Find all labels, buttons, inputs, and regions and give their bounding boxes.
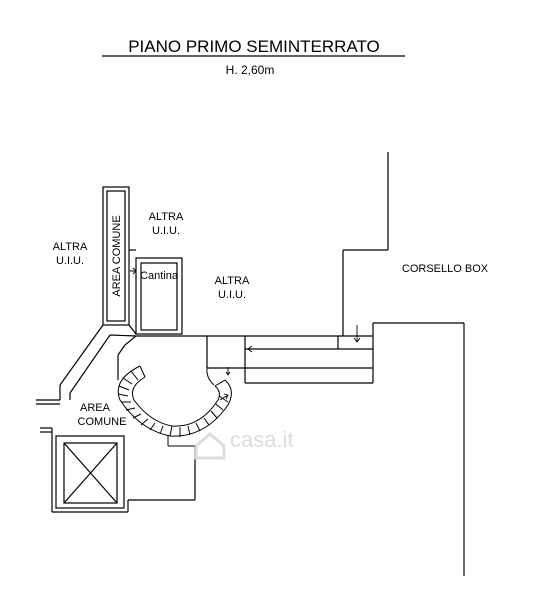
arrow-down-small-icon — [225, 367, 231, 376]
label-altra-mid-2: U.I.U. — [218, 289, 246, 301]
label-area-comune-1: AREA — [80, 402, 111, 414]
watermark-text: casa.it — [230, 427, 294, 452]
label-altra-top-2: U.I.U. — [152, 225, 180, 237]
arrow-diag-icon — [219, 393, 229, 401]
label-area-comune-vertical: AREA COMUNE — [111, 215, 123, 296]
label-altra-left-2: U.I.U. — [56, 255, 84, 267]
label-altra-top-1: ALTRA — [149, 211, 184, 223]
plan-height: H. 2,60m — [226, 63, 275, 77]
arrow-left-icon — [247, 345, 258, 353]
arrow-down-icon — [353, 325, 361, 343]
house-logo-icon — [194, 432, 226, 460]
label-area-comune-2: COMUNE — [78, 416, 127, 428]
label-altra-left-1: ALTRA — [53, 241, 88, 253]
arrow-right-icon — [130, 267, 137, 275]
watermark: casa.it — [194, 427, 294, 460]
plan-title: PIANO PRIMO SEMINTERRATO — [128, 37, 380, 56]
direction-arrows — [130, 267, 361, 401]
label-corsello-box: CORSELLO BOX — [402, 263, 489, 275]
curved-staircase — [117, 365, 245, 447]
label-cantina: Cantina — [140, 270, 179, 282]
walls — [36, 152, 465, 576]
label-altra-mid-1: ALTRA — [215, 275, 250, 287]
